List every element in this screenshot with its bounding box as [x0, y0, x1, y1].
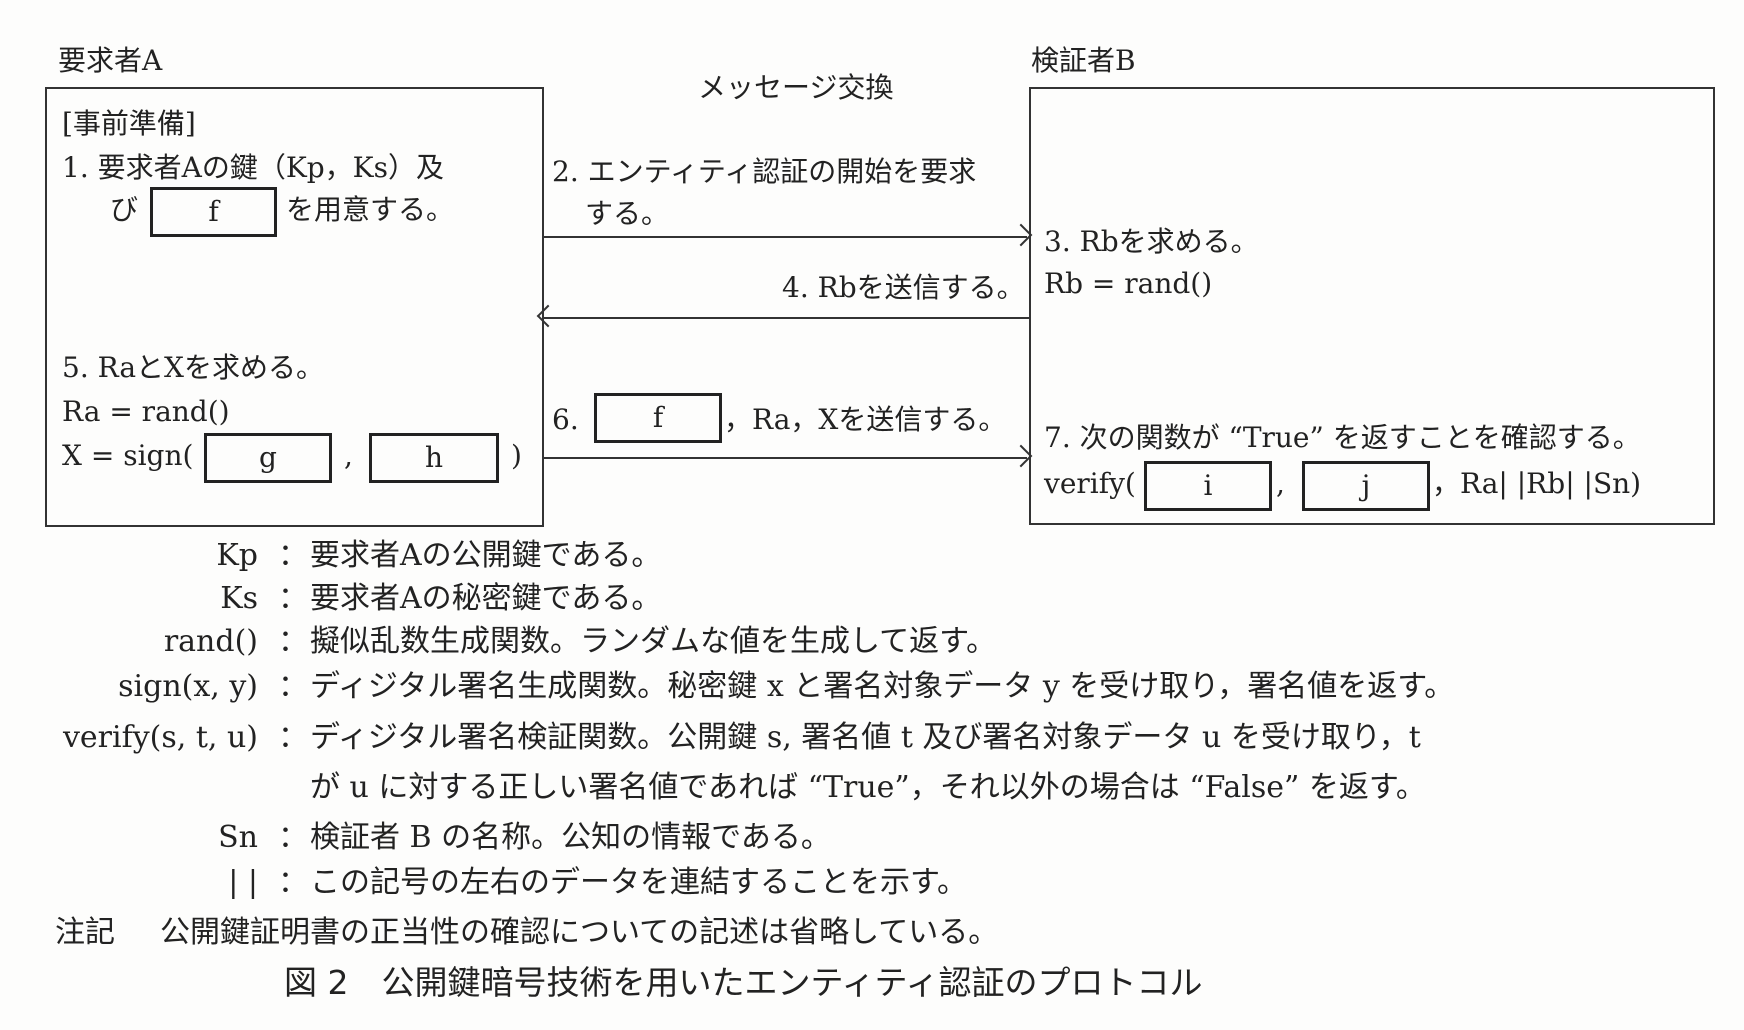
ra-formula: Ra = rand()	[62, 395, 230, 428]
step7-text: 7. 次の関数が “True” を返すことを確認する。	[1044, 421, 1641, 454]
description: 要求者Aの秘密鍵である。	[310, 581, 662, 616]
term: verify(s, t, u)	[62, 720, 258, 755]
verify-comma: ,	[1276, 467, 1285, 500]
blank-h: h	[369, 433, 499, 483]
description: ディジタル署名検証関数。公開鍵 s, 署名値 t 及び署名対象データ u を受け…	[310, 720, 1421, 755]
step6-pre: 6.	[552, 403, 579, 436]
blank-g: g	[204, 433, 332, 483]
arrow-a-to-b-request	[542, 236, 1027, 238]
rb-formula: Rb = rand()	[1044, 267, 1213, 300]
description: ディジタル署名生成関数。秘密鍵 x と署名対象データ y を受け取り，署名値を返…	[310, 669, 1455, 704]
figure-caption: 図 2 公開鍵暗号技術を用いたエンティティ認証のプロトコル	[284, 963, 1203, 1002]
colon: ：	[278, 865, 308, 900]
colon: ：	[278, 669, 308, 704]
colon: ：	[278, 624, 308, 659]
blank-f: f	[150, 187, 277, 237]
blank-i: i	[1144, 461, 1272, 511]
term: Sn	[218, 820, 258, 855]
term: sign(x, y)	[118, 669, 258, 704]
party-b-label: 検証者B	[1031, 44, 1136, 77]
exchange-title: メッセージ交換	[698, 71, 894, 104]
party-a-label: 要求者A	[58, 44, 163, 77]
step1-post: を用意する。	[286, 193, 455, 226]
colon: ：	[278, 820, 308, 855]
blank-j: j	[1302, 461, 1430, 511]
arrow-b-to-a-rb	[542, 317, 1029, 319]
colon: ：	[278, 538, 308, 573]
x-formula-post: )	[511, 439, 522, 472]
term: Kp	[216, 538, 258, 573]
step1-text: 1. 要求者Aの鍵（Kp，Ks）及	[62, 151, 444, 184]
party-a-box	[45, 87, 544, 527]
step2-line1: 2. エンティティ認証の開始を要求	[552, 155, 977, 188]
colon: ：	[278, 581, 308, 616]
term: rand()	[163, 624, 258, 659]
note-text: 公開鍵証明書の正当性の確認についての記述は省略している。	[160, 915, 999, 950]
description: 擬似乱数生成関数。ランダムな値を生成して返す。	[310, 624, 997, 659]
term: Ks	[220, 581, 258, 616]
step6-post: ，Ra，Xを送信する。	[724, 403, 1007, 436]
step2-line2: する。	[585, 197, 670, 230]
note-label: 注記	[55, 915, 115, 950]
x-formula-comma: ,	[344, 439, 353, 472]
step4-text: 4. Rbを送信する。	[782, 271, 1025, 304]
description: 検証者 B の名称。公知の情報である。	[310, 820, 831, 855]
step1-pre: び	[110, 193, 139, 226]
description: 要求者Aの公開鍵である。	[310, 538, 662, 573]
blank-f-message: f	[594, 393, 722, 443]
party-b-box	[1029, 87, 1715, 525]
verify-post: ，Ra| |Rb| |Sn)	[1432, 467, 1642, 500]
verify-pre: verify(	[1044, 467, 1136, 500]
description: この記号の左右のデータを連結することを示す。	[310, 865, 967, 900]
step5-text: 5. RaとXを求める。	[62, 351, 324, 384]
term: | |	[228, 865, 258, 900]
colon: ：	[278, 720, 308, 755]
x-formula-pre: X = sign(	[62, 439, 194, 472]
description-continued: が u に対する正しい署名値であれば “True”，それ以外の場合は “Fals…	[310, 770, 1426, 805]
arrow-a-to-b-auth	[542, 457, 1027, 459]
step3-text: 3. Rbを求める。	[1044, 225, 1259, 258]
prep-heading: [事前準備]	[62, 107, 196, 140]
